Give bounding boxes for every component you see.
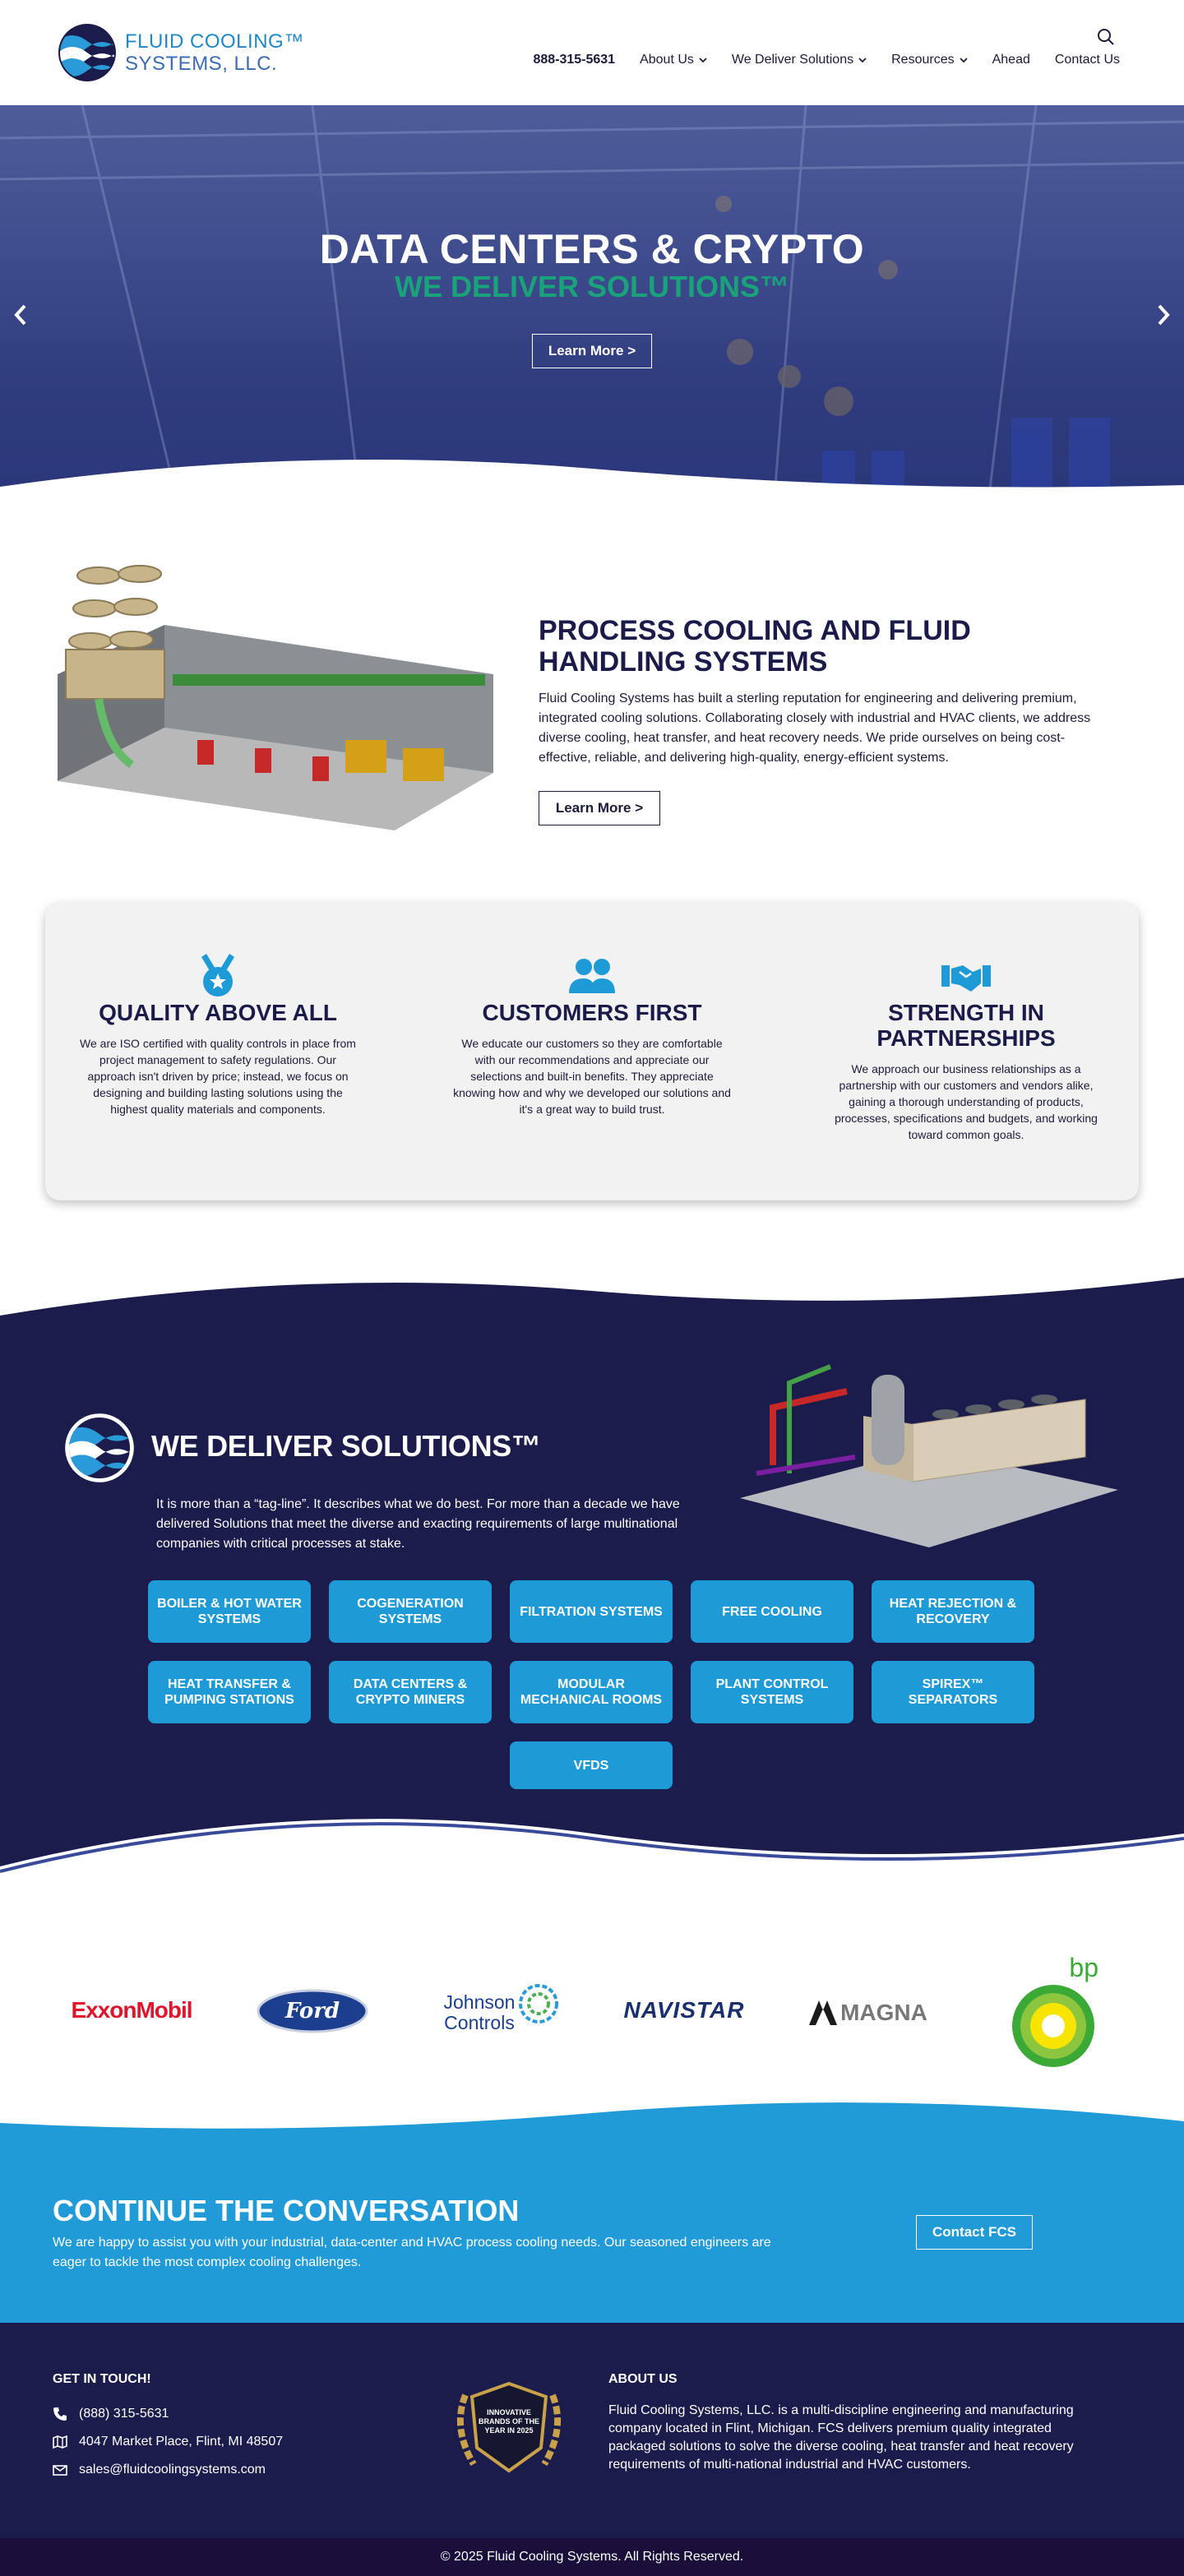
nav-label: About Us — [640, 53, 694, 67]
solution-button[interactable]: COGENERATION SYSTEMS — [329, 1580, 492, 1643]
solutions-logo-icon — [65, 1413, 134, 1482]
ford-wordmark: Ford — [284, 1999, 340, 2023]
solution-button[interactable]: BOILER & HOT WATER SYSTEMS — [148, 1580, 311, 1643]
process-cooling-title: PROCESS COOLING AND FLUID HANDLING SYSTE… — [539, 615, 971, 678]
nav-item-ahead[interactable]: Ahead — [992, 53, 1030, 67]
value-partnerships: STRENGTH IN PARTNERSHIPS We approach our… — [810, 954, 1122, 1143]
solution-button[interactable]: HEAT TRANSFER & PUMPING STATIONS — [148, 1661, 311, 1723]
nav-item-we-deliver-solutions[interactable]: We Deliver Solutions — [732, 53, 867, 67]
hero-learn-more-button[interactable]: Learn More > — [532, 334, 652, 368]
logo-line-2: SYSTEMS, LLC. — [125, 53, 278, 75]
slider-prev-arrow-icon[interactable] — [12, 303, 30, 327]
footer-address[interactable]: 4047 Market Place, Flint, MI 48507 — [53, 2435, 283, 2449]
users-icon — [569, 959, 615, 993]
footer-email[interactable]: sales@fluidcoolingsystems.com — [53, 2463, 266, 2477]
contact-fcs-button[interactable]: Contact FCS — [916, 2215, 1033, 2250]
process-learn-more-button[interactable]: Learn More > — [539, 791, 660, 826]
cta-background — [0, 2102, 1184, 2323]
nav-item-contact-us[interactable]: Contact Us — [1055, 53, 1120, 67]
solutions-body: It is more than a “tag-line”. It describ… — [156, 1497, 680, 1551]
footer-address-text: 4047 Market Place, Flint, MI 48507 — [79, 2435, 284, 2449]
search-icon[interactable] — [1097, 28, 1115, 46]
chiller-equipment-image — [740, 1364, 1118, 1547]
magna-mark-icon — [809, 2000, 838, 2025]
solution-button[interactable]: SPIREX™ SEPARATORS — [872, 1661, 1034, 1723]
nav-label: We Deliver Solutions — [731, 53, 854, 67]
value-quality: QUALITY ABOVE ALL We are ISO certified w… — [62, 954, 374, 1117]
solution-button[interactable]: VFDS — [510, 1741, 673, 1789]
nav-label: Resources — [891, 53, 955, 67]
value-title: STRENGTH IN PARTNERSHIPS — [876, 1000, 1056, 1051]
site-header: FLUID COOLING™ SYSTEMS, LLC. 888-315-563… — [0, 0, 1184, 105]
solution-button[interactable]: FILTRATION SYSTEMS — [510, 1580, 673, 1643]
footer-phone-text: (888) 315-5631 — [79, 2407, 169, 2421]
solution-button[interactable]: FREE COOLING — [691, 1580, 853, 1643]
johnson-line-1: Johnson — [443, 1991, 516, 2013]
medal-icon — [201, 954, 234, 997]
hero-bottom-wave — [0, 460, 1184, 526]
client-logo-navistar: NAVISTAR — [623, 1997, 745, 2023]
hero-subtitle: WE DELIVER SOLUTIONS™ — [394, 270, 790, 303]
site-logo[interactable]: FLUID COOLING™ SYSTEMS, LLC. — [58, 23, 304, 82]
bp-helios-icon — [1012, 1984, 1094, 2067]
hero-title: DATA CENTERS & CRYPTO — [319, 226, 865, 272]
client-logo-ford: Ford — [255, 1988, 370, 2034]
footer-contact-heading: GET IN TOUCH! — [53, 2372, 151, 2386]
value-title: CUSTOMERS FIRST — [482, 1000, 702, 1025]
badge-line-3: YEAR IN 2025 — [484, 2426, 534, 2435]
solutions-title: WE DELIVER SOLUTIONS™ — [151, 1429, 541, 1463]
logo-mark-icon — [58, 24, 116, 81]
footer-about-heading: ABOUT US — [608, 2372, 678, 2386]
chevron-down-icon — [699, 58, 707, 63]
solution-button[interactable]: DATA CENTERS & CRYPTO MINERS — [329, 1661, 492, 1723]
award-laurel-icon — [456, 2381, 562, 2473]
phone-icon — [53, 2407, 67, 2421]
client-logo-exxonmobil: ExxonMobil — [71, 1997, 192, 2023]
nav-item-about-us[interactable]: About Us — [640, 53, 707, 67]
nav-label: Ahead — [992, 53, 1030, 67]
johnson-swirl-icon — [519, 1984, 559, 2023]
magna-wordmark: MAGNA — [840, 2000, 927, 2025]
values-card: QUALITY ABOVE ALL We are ISO certified w… — [45, 903, 1139, 1200]
johnson-line-2: Controls — [444, 2012, 515, 2033]
logo-line-1: FLUID COOLING™ — [125, 30, 304, 53]
site-footer: GET IN TOUCH! (888) 315-5631 4047 Market… — [0, 2323, 1184, 2538]
chevron-down-icon — [959, 58, 968, 63]
nav-label: Contact Us — [1054, 53, 1120, 67]
solution-button[interactable]: MODULAR MECHANICAL ROOMS — [510, 1661, 673, 1723]
client-logo-bp: bp — [1000, 1949, 1107, 2072]
value-customers: CUSTOMERS FIRST We educate our customers… — [436, 954, 748, 1117]
solution-button[interactable]: PLANT CONTROL SYSTEMS — [691, 1661, 853, 1723]
client-logo-johnson-controls: Johnson Controls — [436, 1982, 567, 2044]
footer-about-body: Fluid Cooling Systems, LLC. is a multi-d… — [608, 2403, 1074, 2472]
process-cooling-body: Fluid Cooling Systems has built a sterli… — [539, 691, 1091, 765]
main-nav: 888-315-5631 About Us We Deliver Solutio… — [533, 53, 1120, 67]
slider-next-arrow-icon[interactable] — [1154, 303, 1172, 327]
solution-button[interactable]: HEAT REJECTION & RECOVERY — [872, 1580, 1034, 1643]
nav-item-resources[interactable]: Resources — [891, 53, 968, 67]
value-body: We are ISO certified with quality contro… — [80, 1037, 356, 1116]
value-body: We educate our customers so they are com… — [453, 1037, 731, 1116]
handshake-icon — [941, 965, 991, 992]
badge-line-2: BRANDS OF THE — [479, 2417, 539, 2426]
header-phone-link[interactable]: 888-315-5631 — [533, 53, 616, 67]
cooling-equipment-image — [58, 565, 493, 830]
cta-body: We are happy to assist you with your ind… — [53, 2236, 771, 2269]
chevron-down-icon — [858, 58, 867, 63]
envelope-icon — [53, 2465, 67, 2476]
client-logo-magna: MAGNA — [802, 1996, 934, 2029]
award-badge: INNOVATIVE BRANDS OF THE YEAR IN 2025 — [449, 2379, 569, 2477]
bp-wordmark: bp — [1069, 1952, 1098, 1982]
value-title: QUALITY ABOVE ALL — [99, 1000, 337, 1025]
value-body: We approach our business relationships a… — [835, 1062, 1098, 1141]
cta-title: CONTINUE THE CONVERSATION — [53, 2194, 520, 2227]
footer-email-text: sales@fluidcoolingsystems.com — [79, 2463, 266, 2477]
copyright-bar: © 2025 Fluid Cooling Systems. All Rights… — [0, 2538, 1184, 2576]
map-icon — [53, 2435, 67, 2449]
footer-phone[interactable]: (888) 315-5631 — [53, 2407, 169, 2421]
badge-line-1: INNOVATIVE — [487, 2408, 531, 2416]
ford-oval-icon — [257, 1989, 368, 2033]
